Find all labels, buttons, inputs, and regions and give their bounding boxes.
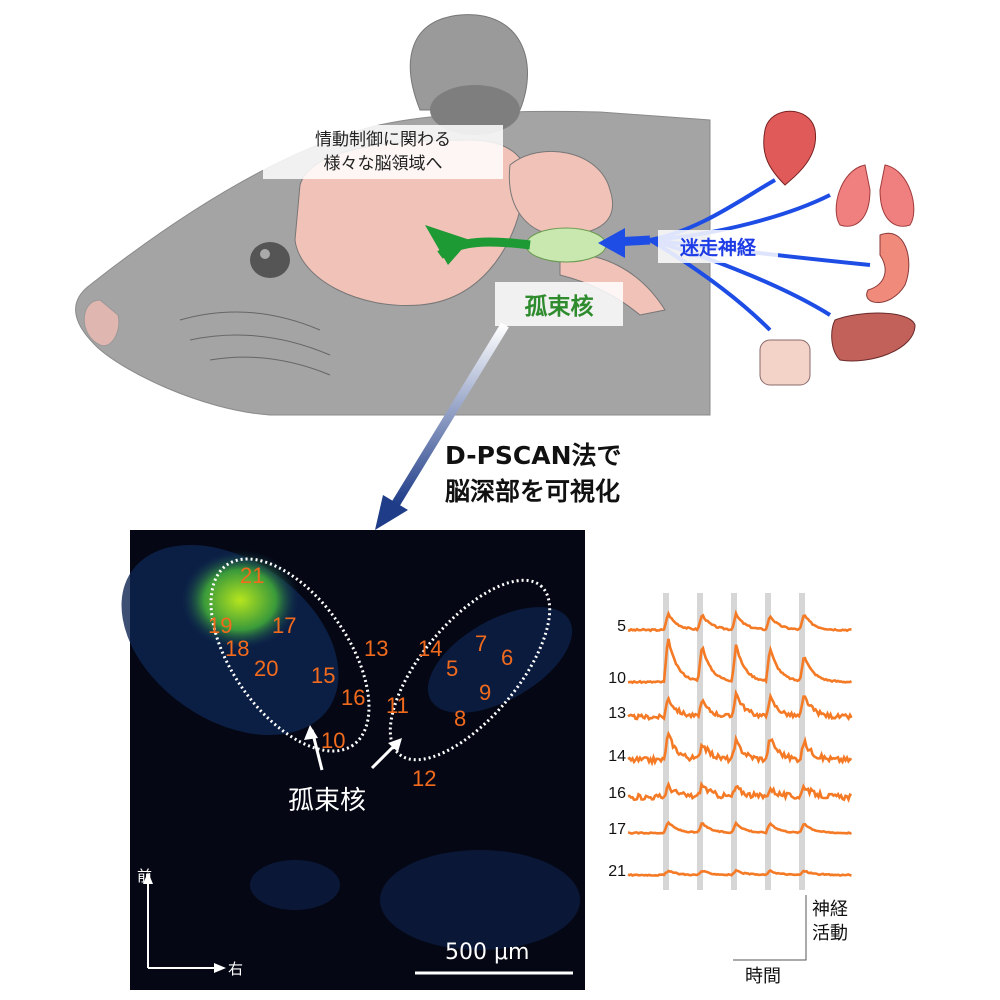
trace-label: 16 (608, 785, 626, 802)
trace-label: 10 (608, 670, 626, 687)
cell-label: 16 (341, 685, 366, 710)
trace-17 (627, 820, 852, 835)
fluorescence-image (121, 530, 585, 990)
trace-label: 14 (608, 748, 626, 765)
cell-label: 20 (254, 656, 279, 681)
trace-14 (627, 730, 853, 767)
cell-label: 7 (475, 631, 488, 656)
label-line: 活動 (812, 923, 848, 944)
cell-label: 11 (386, 693, 409, 718)
nts-label: 孤束核 (495, 282, 623, 326)
trace-label: 17 (608, 821, 626, 838)
cell-label: 14 (418, 636, 443, 661)
trace-10 (627, 638, 853, 685)
heart-icon (763, 110, 816, 186)
label-line: 情動制御に関わる (315, 130, 451, 150)
activity-traces (627, 593, 853, 890)
cell-label: 6 (501, 645, 514, 670)
stimulus-bar (697, 593, 703, 890)
image-nts-label: 孤束核 (288, 786, 367, 816)
trace-label: 21 (608, 863, 626, 880)
x-scale-label: 時間 (745, 966, 781, 987)
stimulus-bar (799, 593, 805, 890)
stimulus-bar (731, 593, 737, 890)
cell-label: 10 (321, 728, 346, 753)
cell-label: 5 (446, 656, 459, 681)
cell-label: 15 (311, 663, 336, 688)
cell-label: 12 (412, 766, 437, 791)
label-line: 脳深部を可視化 (445, 477, 621, 506)
cell-label: 18 (225, 636, 250, 661)
cell-label: 9 (479, 680, 492, 705)
organs (759, 110, 916, 386)
method-label: D-PSCAN法で 脳深部を可視化 (445, 438, 622, 510)
axis-front-label: 前 (137, 867, 153, 885)
label-line: 神経 (812, 899, 848, 920)
trace-21 (627, 868, 852, 877)
lungs-icon (835, 164, 915, 227)
trace-16 (627, 780, 852, 804)
scale-bracket (733, 895, 807, 961)
stomach-icon (866, 232, 910, 303)
intestine-icon (759, 339, 811, 386)
cell-label: 17 (272, 613, 297, 638)
brain-target-label: 情動制御に関わる 様々な脳領域へ (263, 125, 503, 179)
cell-label: 13 (364, 636, 389, 661)
cell-label: 19 (208, 613, 233, 638)
vagus-label: 迷走神経 (658, 230, 778, 263)
axis-right-label: 右 (228, 960, 244, 978)
trace-label: 13 (608, 705, 626, 722)
cell-label: 21 (240, 563, 265, 588)
trace-5 (627, 609, 852, 633)
label-line: 様々な脳領域へ (323, 154, 443, 174)
liver-icon (831, 312, 916, 362)
scale-bar-label: 500 μm (445, 940, 530, 965)
pointer-arrow (391, 322, 509, 508)
cell-label: 8 (454, 706, 467, 731)
trace-13 (627, 689, 853, 722)
trace-label: 5 (617, 618, 626, 635)
y-scale-label: 神経 活動 (812, 898, 848, 946)
label-line: D-PSCAN法で (445, 441, 622, 470)
